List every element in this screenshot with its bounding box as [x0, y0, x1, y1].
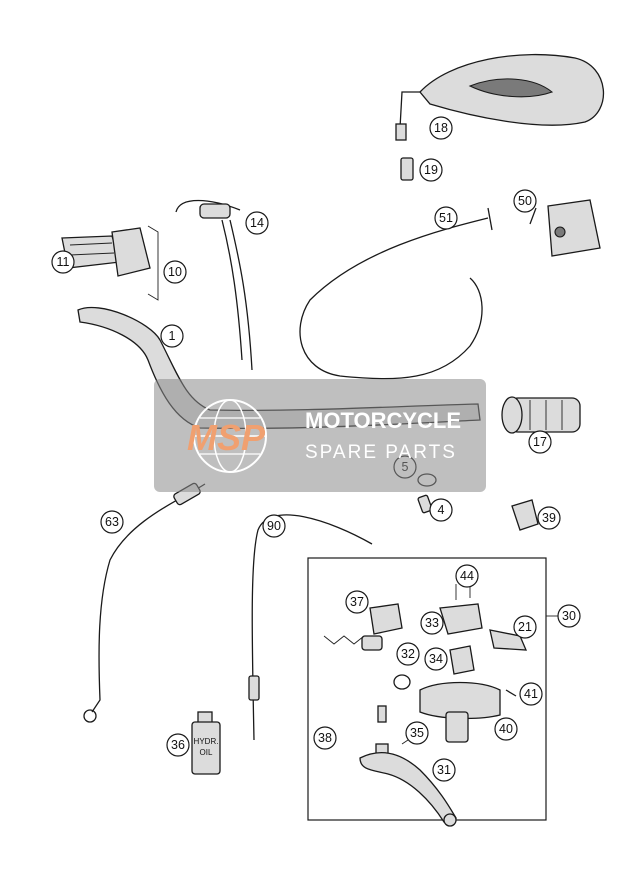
- callout-label: 40: [499, 722, 513, 736]
- callout-label: 19: [424, 163, 438, 177]
- callout-90: 90: [262, 514, 286, 538]
- oil-bottle-label-line2: OIL: [200, 748, 213, 757]
- pivot-bolt-set: [375, 705, 389, 757]
- throttle-grip: [61, 227, 151, 277]
- callout-label: 34: [429, 652, 443, 666]
- callout-label: 1: [169, 329, 176, 343]
- callout-label: 11: [57, 255, 70, 269]
- callout-44: 44: [455, 564, 479, 588]
- callout-label: 14: [250, 216, 264, 230]
- callout-38: 38: [313, 726, 337, 750]
- callout-label: 51: [439, 211, 453, 225]
- globe-icon: [193, 399, 267, 473]
- callout-14: 14: [245, 211, 269, 235]
- callout-41: 41: [519, 682, 543, 706]
- callout-label: 37: [350, 595, 364, 609]
- callout-35: 35: [405, 721, 429, 745]
- callout-39: 39: [537, 506, 561, 530]
- callout-label: 50: [518, 194, 532, 208]
- bracket: [511, 499, 539, 531]
- callout-label: 33: [425, 616, 439, 630]
- throttle-gasket: [147, 225, 159, 301]
- lever-adjuster: [489, 629, 528, 651]
- callout-label: 35: [410, 726, 424, 740]
- callout-34: 34: [424, 647, 448, 671]
- callout-label: 17: [533, 435, 547, 449]
- piston-spring: [323, 635, 383, 651]
- callout-label: 32: [401, 647, 415, 661]
- callout-label: 44: [460, 569, 474, 583]
- callout-63: 63: [100, 510, 124, 534]
- callout-30: 30: [557, 604, 581, 628]
- callout-label: 31: [437, 763, 451, 777]
- master-cylinder-assembly-frame: [307, 557, 558, 821]
- callout-label: 36: [171, 738, 185, 752]
- callout-label: 63: [105, 515, 119, 529]
- callout-label: 30: [562, 609, 576, 623]
- callout-40: 40: [494, 717, 518, 741]
- oil-bottle-label-line1: HYDR.: [194, 737, 219, 746]
- callout-label: 41: [524, 687, 538, 701]
- sleeve: [417, 494, 433, 514]
- watermark-line2: SPARE PARTS: [305, 442, 457, 463]
- callout-31: 31: [432, 758, 456, 782]
- callout-51: 51: [434, 206, 458, 230]
- callout-18: 18: [429, 116, 453, 140]
- throttle-cables: [175, 199, 253, 371]
- clutch-cable: [248, 514, 373, 741]
- callout-label: 38: [318, 731, 332, 745]
- screw: [505, 689, 517, 697]
- callout-11: 11: [51, 250, 75, 274]
- callout-4: 4: [429, 498, 453, 522]
- mirror: [395, 53, 605, 141]
- watermark-logo: MSP: [187, 417, 266, 458]
- callout-label: 90: [267, 519, 281, 533]
- callout-32: 32: [396, 642, 420, 666]
- watermark: MSP MOTORCYCLE SPARE PARTS: [154, 379, 486, 492]
- kill-switch: [529, 199, 601, 257]
- callout-17: 17: [528, 430, 552, 454]
- callout-50: 50: [513, 189, 537, 213]
- seal: [393, 674, 411, 690]
- callout-19: 19: [419, 158, 443, 182]
- mirror-bolt: [400, 157, 414, 181]
- callout-label: 10: [168, 265, 182, 279]
- watermark-panel: [154, 379, 486, 492]
- hydraulic-oil-bottle: [191, 711, 221, 775]
- callout-36: 36: [166, 733, 190, 757]
- callout-21: 21: [513, 615, 537, 639]
- left-grip: [501, 396, 581, 434]
- master-cylinder: [419, 681, 501, 743]
- brake-lever: [359, 752, 457, 827]
- reservoir-cover: [369, 603, 403, 635]
- watermark-line1: MOTORCYCLE: [305, 408, 461, 433]
- callout-label: 21: [518, 620, 532, 634]
- callout-label: 4: [438, 503, 445, 517]
- callout-33: 33: [420, 611, 444, 635]
- callout-label: 18: [434, 121, 448, 135]
- clamp: [439, 603, 483, 635]
- clamp-half: [449, 645, 475, 675]
- choke-cable: [299, 207, 493, 380]
- callout-37: 37: [345, 590, 369, 614]
- callout-1: 1: [160, 324, 184, 348]
- callout-10: 10: [163, 260, 187, 284]
- callout-label: 39: [542, 511, 556, 525]
